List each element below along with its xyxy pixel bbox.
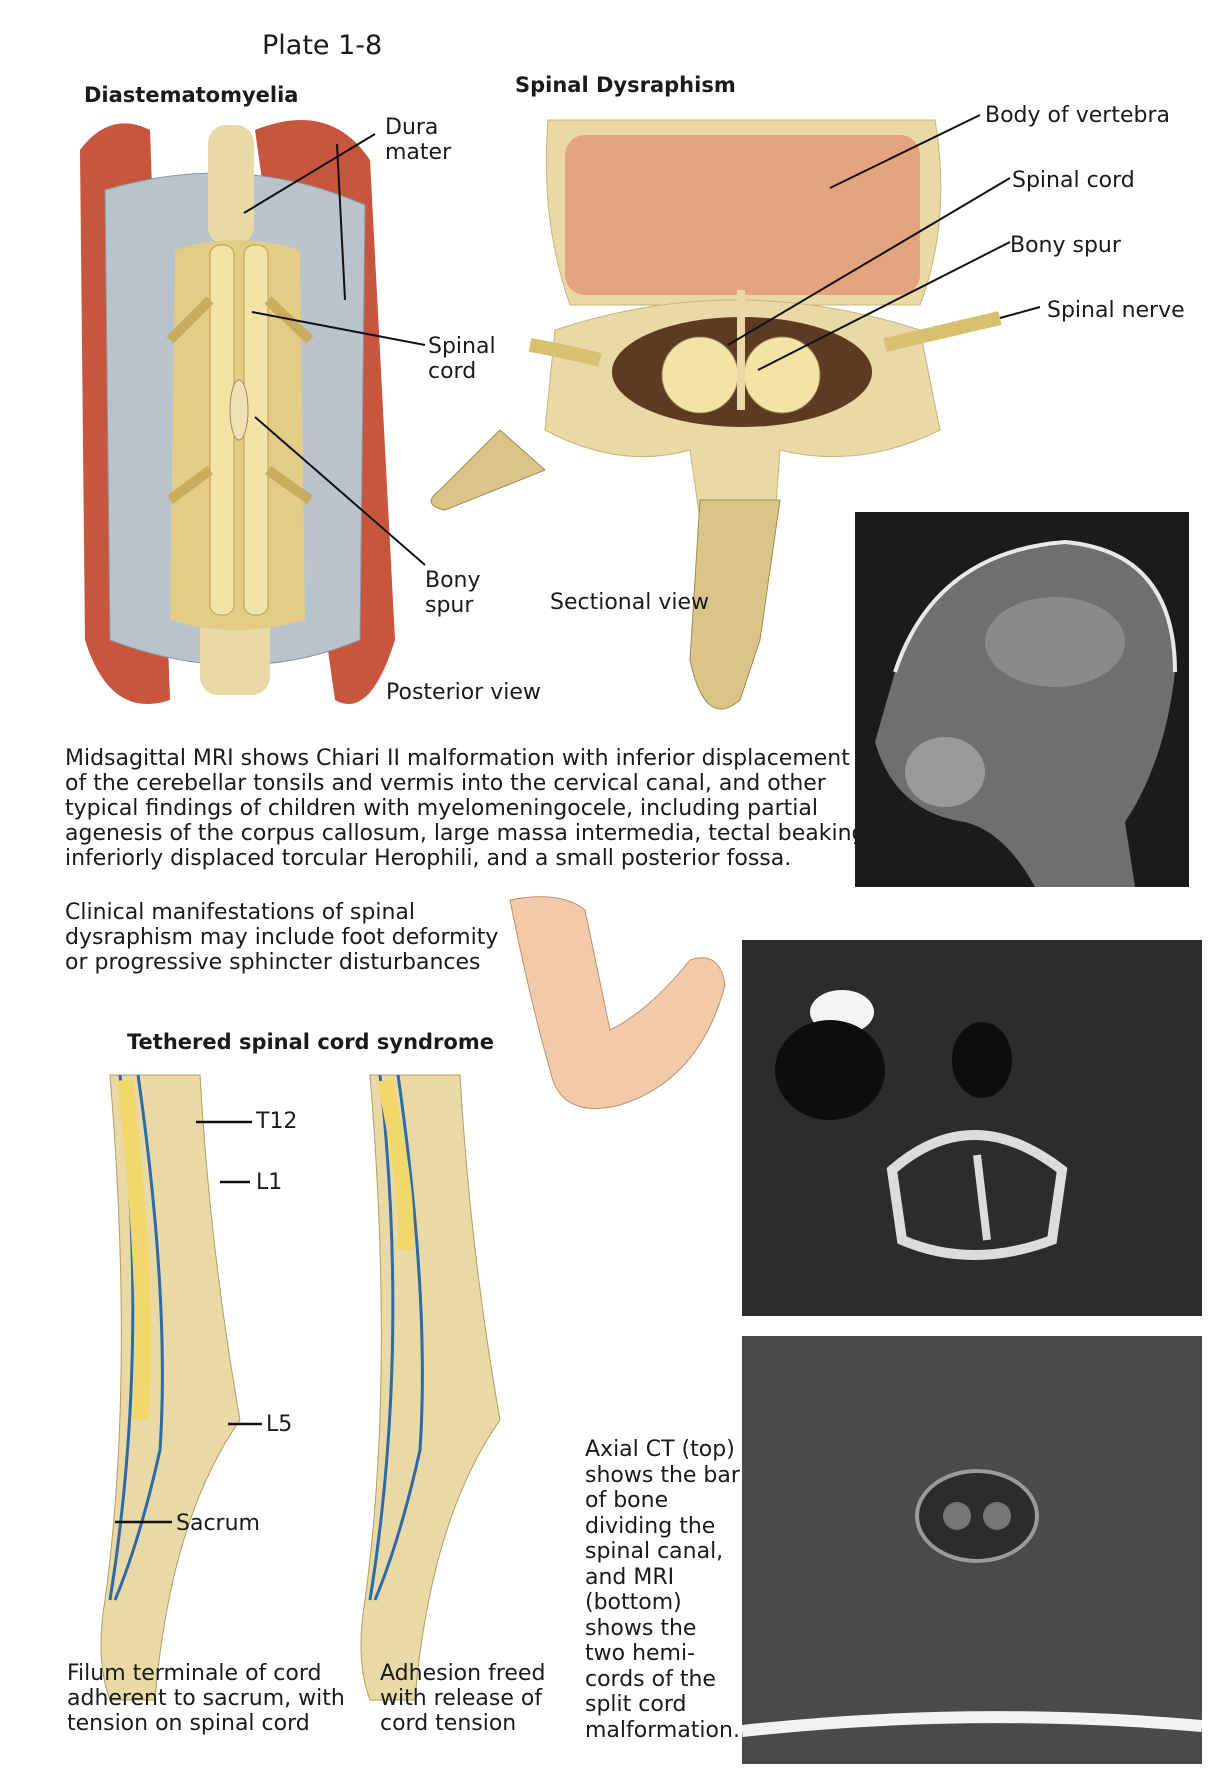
sectional-view-label: Sectional view	[550, 590, 709, 615]
tethered-right-caption: Adhesion freed with release of cord tens…	[380, 1661, 546, 1736]
dysraphism-spinal-cord-label: Spinal cord	[1012, 168, 1135, 193]
axial-ct-image	[742, 940, 1202, 1316]
diastematomyelia-leaders	[243, 133, 426, 566]
midsagittal-mri-image	[855, 512, 1189, 887]
spinal-dysraphism-title: Spinal Dysraphism	[515, 73, 736, 97]
spinous-process	[689, 499, 781, 710]
axial-mri-structures	[742, 1469, 1202, 1737]
bony-spur-shape	[229, 379, 249, 441]
dysraphism-leaders	[727, 114, 1041, 371]
tethered-left-caption: Filum terminale of cord adherent to sacr…	[67, 1661, 345, 1736]
axial-mri-image	[742, 1336, 1202, 1764]
spinal-nerve-label: Spinal nerve	[1047, 298, 1185, 323]
l5-label: L5	[266, 1412, 293, 1437]
ct-structures	[775, 990, 1068, 1260]
plate-number: Plate 1-8	[262, 30, 383, 61]
l1-label: L1	[256, 1170, 283, 1195]
foot-shape	[509, 896, 726, 1109]
ct-mri-caption: Axial CT (top) shows the bar of bone div…	[585, 1437, 740, 1743]
dura-mater-label: Dura mater	[385, 115, 452, 165]
spine-tethered	[100, 1074, 241, 1701]
tethered-cord-title: Tethered spinal cord syndrome	[127, 1030, 494, 1054]
nerve-left	[528, 338, 602, 367]
tethered-leaders	[115, 1120, 262, 1524]
bony-spur-section	[737, 290, 745, 410]
mri-head-silhouette	[875, 539, 1177, 887]
nerve-right	[883, 311, 1002, 352]
dysraphism-bony-spur-label: Bony spur	[1010, 233, 1121, 258]
spine-released	[360, 1074, 501, 1701]
diastematomyelia-title: Diastematomyelia	[84, 83, 299, 107]
diastem-spinal-cord-label: Spinal cord	[428, 334, 496, 384]
transverse-process	[430, 429, 546, 511]
posterior-view-label: Posterior view	[386, 680, 541, 705]
cancellous-pattern	[565, 135, 920, 295]
spinous-process-top	[208, 125, 254, 245]
t12-label: T12	[256, 1109, 298, 1134]
sacrum-label: Sacrum	[176, 1511, 260, 1536]
clinical-caption: Clinical manifestations of spinal dysrap…	[65, 900, 499, 975]
body-of-vertebra-label: Body of vertebra	[985, 103, 1170, 128]
diastem-bony-spur-label: Bony spur	[425, 568, 481, 618]
mri-caption: Midsagittal MRI shows Chiari II malforma…	[65, 746, 873, 871]
